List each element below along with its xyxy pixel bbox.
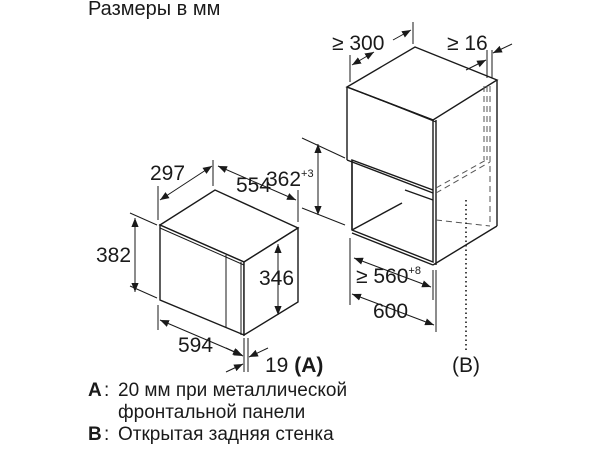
dim-appliance-height-outer: 382 (96, 244, 131, 267)
appliance-dimension-lines (129, 160, 299, 373)
cabinet-hidden-lines (435, 86, 491, 227)
dim-panel-offset: 19 (A) (265, 354, 323, 377)
cabinet-outline (345, 46, 499, 266)
legend: A: 20 мм при металлической фронтальной п… (88, 380, 347, 446)
legend-item-a: A: 20 мм при металлической (88, 380, 348, 401)
cabinet-dimension-lines (301, 22, 513, 332)
dim-appliance-height-inner: 346 (259, 267, 294, 290)
dim-niche-height: 362+3 (266, 168, 314, 191)
dim-appliance-width-front: 594 (178, 334, 213, 357)
dim-appliance-width-back: 554 (236, 174, 271, 197)
dim-niche-width: ≥ 560+8 (356, 265, 421, 288)
dim-side-min: ≥ 16 (447, 32, 488, 55)
legend-item-b: B: Открытая задняя стенка (88, 424, 334, 445)
legend-item-a-continued: фронтальной панели (118, 402, 306, 423)
page-title: Размеры в мм (88, 0, 221, 20)
back-ref-label: (B) (452, 354, 480, 377)
appliance-outline (158, 189, 300, 337)
dim-cabinet-width: 600 (373, 300, 408, 323)
dim-appliance-depth: 297 (150, 162, 185, 185)
dim-cabinet-depth-min: ≥ 300 (332, 32, 384, 55)
